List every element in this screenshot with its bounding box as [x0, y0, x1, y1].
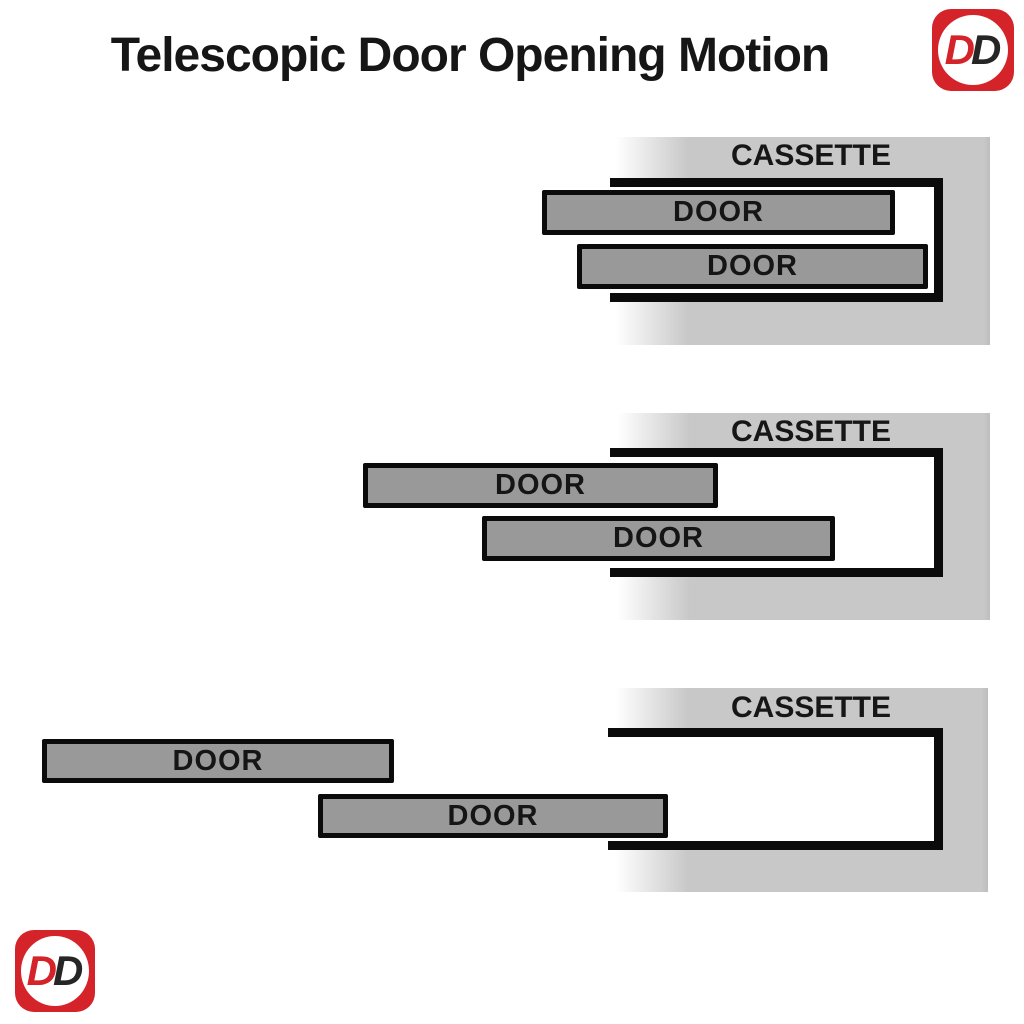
dd-logo-circle: DD	[938, 15, 1008, 85]
page-title: Telescopic Door Opening Motion	[110, 29, 830, 82]
cassette-label: CASSETTE	[730, 415, 892, 448]
logo-letter-first: D	[26, 947, 57, 994]
logo-letter-first: D	[944, 26, 975, 73]
dd-logo-letters: DD	[944, 26, 1002, 73]
cassette-label: CASSETTE	[730, 691, 892, 724]
door-panel-lower: DOOR	[482, 516, 835, 561]
door-panel-upper: DOOR	[542, 190, 895, 235]
door-panel-upper: DOOR	[363, 463, 718, 508]
dd-logo-circle: DD	[21, 936, 89, 1006]
logo-letter-second: D	[53, 947, 83, 994]
logo-letter-second: D	[971, 26, 1001, 73]
dd-logo-top-right: DD	[932, 9, 1014, 91]
cassette-label: CASSETTE	[730, 139, 892, 172]
dd-logo-letters: DD	[26, 947, 84, 994]
door-panel-lower: DOOR	[318, 794, 668, 838]
door-panel-lower: DOOR	[577, 244, 928, 289]
door-panel-upper: DOOR	[42, 739, 394, 783]
dd-logo-bottom-left: DD	[15, 930, 95, 1012]
